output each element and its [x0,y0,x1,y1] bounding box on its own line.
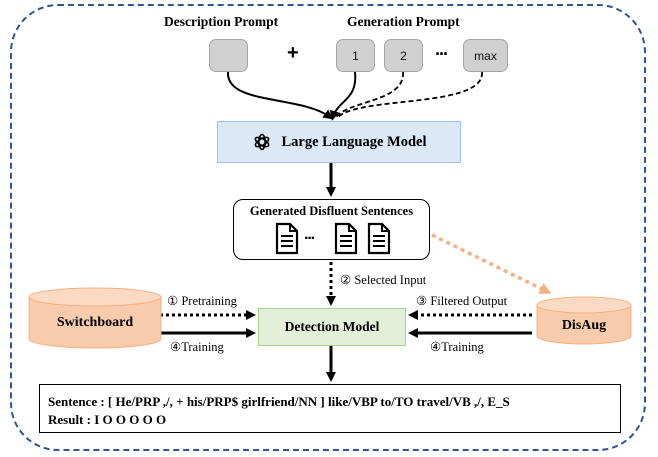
generation-ellipsis: ··· [435,44,449,64]
selected-input-label: ② Selected Input [340,273,427,287]
openai-logo-icon [252,132,272,152]
outer-frame [10,4,646,451]
generation-prompt-box-1: 1 [336,39,375,72]
result-line: Result : I O O O O O [48,412,167,427]
description-prompt-box [209,39,248,72]
plus-sign: + [287,42,299,64]
output-result-box: Sentence : [ He/PRP ,/, + his/PRP$ girlf… [39,384,621,433]
generated-sentences-box: Generated Disfluent Sentences ··· [233,199,430,260]
generation-prompt-label: Generation Prompt [347,14,460,29]
generated-ellipsis: ··· [304,230,316,247]
gen1-to-llm-curve [329,71,357,121]
llm-label: Large Language Model [281,133,427,150]
generation-prompt-box-2: 2 [384,39,423,72]
training-right-label: ④Training [430,340,484,354]
description-prompt-label: Description Prompt [164,14,279,29]
pretraining-label: ① Pretraining [167,294,237,308]
generated-sentences-title: Generated Disfluent Sentences [249,204,414,218]
document-icon [275,222,299,260]
switchboard-cylinder-shape [28,287,162,349]
gen2-to-llm-curve [335,71,404,118]
filtered-output-label: ③ Filtered Output [416,294,508,308]
switchboard-label: Switchboard [56,315,134,330]
filter-dotted-arrow [431,233,552,294]
document-icon [367,222,391,260]
generation-prompt-box-max: max [463,39,508,72]
disaug-label: DisAug [561,318,607,333]
training-left-label: ④Training [170,340,224,354]
large-language-model-box: Large Language Model [217,121,461,163]
document-icon [334,222,358,260]
detection-model-label: Detection Model [284,319,380,334]
detection-model-box: Detection Model [258,308,406,346]
disaug-cylinder-shape [536,296,632,345]
desc-to-llm-curve [226,71,334,120]
sentence-line: Sentence : [ He/PRP ,/, + his/PRP$ girlf… [48,394,510,409]
genmax-to-llm-curve [337,71,483,118]
